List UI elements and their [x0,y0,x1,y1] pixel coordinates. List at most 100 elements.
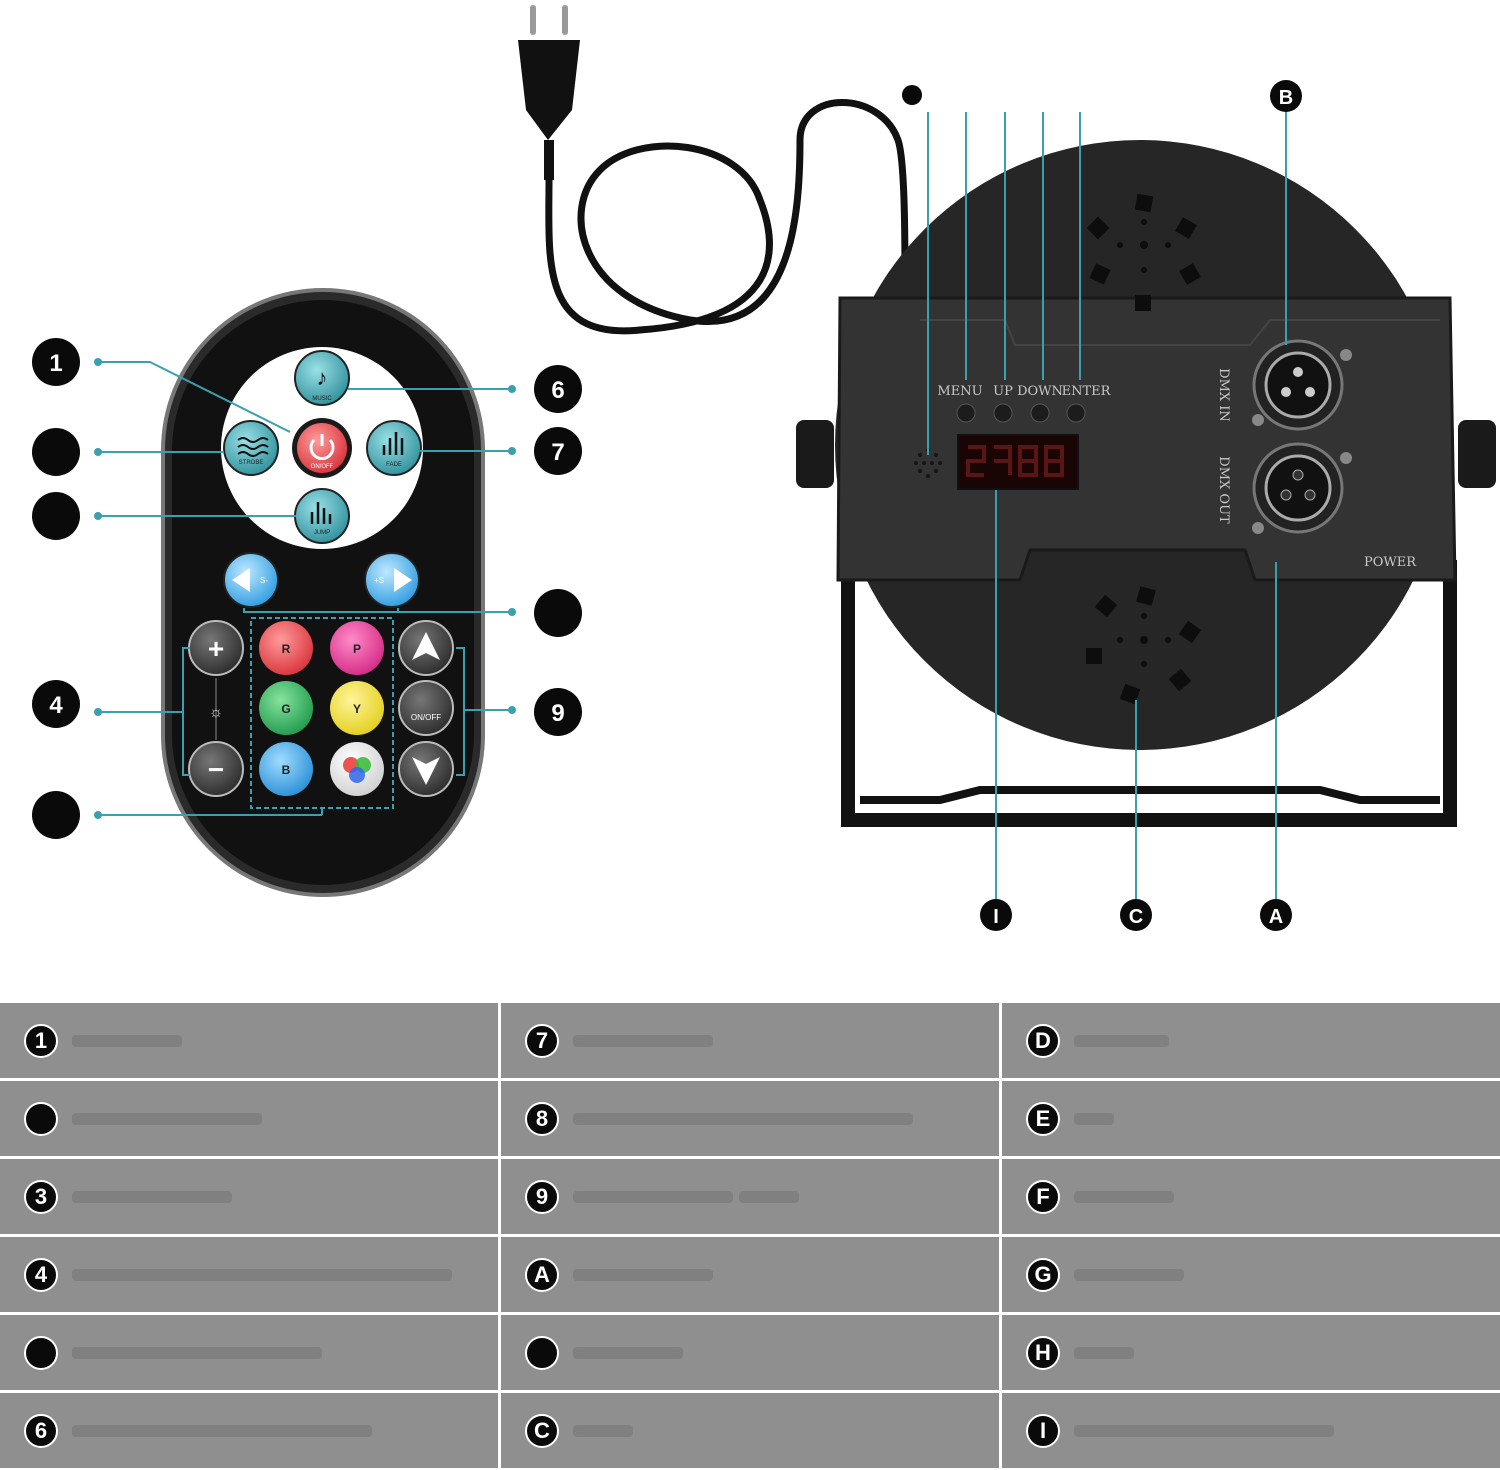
legend-description-obscured [72,1028,182,1054]
menu-label: MENU [937,384,982,399]
legend-description-obscured [1074,1418,1334,1444]
legend-key-badge: D [1026,1023,1060,1058]
mode-onoff-button[interactable]: ON/OFF [398,680,454,736]
legend-cell: A [501,1237,999,1312]
brightness-minus-button[interactable]: − [188,741,244,797]
par-light: MENU UP DOWN ENTER POWER DMX IN DMX OUT [796,140,1496,827]
dmx-out-connector [1252,442,1352,534]
svg-text:+: + [208,633,224,664]
color-green-button[interactable]: G [259,681,313,735]
svg-text:FADE: FADE [386,462,402,468]
legend-cell: 9 [501,1159,999,1234]
svg-text:R: R [282,642,291,656]
legend-cell: H [1002,1315,1500,1390]
enter-label: ENTER [1062,384,1112,399]
svg-text:Y: Y [353,702,361,716]
led-digits [966,445,1064,477]
legend-key-badge: 7 [525,1023,559,1058]
svg-text:I: I [993,906,999,928]
callout-4: 4 [32,680,80,728]
product-diagram: ♪ MUSIC STROBE ON/OFF FADE [32,5,1496,931]
callout-1: 1 [32,338,80,386]
fade-button[interactable]: FADE [366,420,422,476]
legend-key-badge: F [1026,1179,1060,1214]
menu-button[interactable] [956,403,976,423]
power-plug [518,5,580,180]
remote-control: ♪ MUSIC STROBE ON/OFF FADE [161,288,485,897]
legend-cell: I [1002,1393,1500,1468]
legend-key-badge [24,1335,58,1370]
callout-a: A [1260,899,1292,931]
legend-cell [501,1315,999,1390]
remote-callout-lines [98,361,512,816]
legend-description-obscured [72,1262,452,1288]
callout-top-d [902,85,922,105]
color-pink-button[interactable]: P [330,621,384,675]
legend-description-obscured [1074,1028,1169,1054]
legend-key-badge: H [1026,1335,1060,1370]
legend-description-obscured [1074,1262,1184,1288]
light-callout-lines [927,110,1287,900]
svg-text:7: 7 [551,439,564,466]
legend-description-obscured [573,1028,713,1054]
svg-text:C: C [1129,906,1143,928]
legend-key-badge: E [1026,1101,1060,1136]
down-button[interactable] [1030,403,1050,423]
dmx-out-label: DMX OUT [1216,456,1231,524]
remote-callout-dots [94,358,516,819]
svg-text:STROBE: STROBE [239,460,264,466]
legend-description-obscured [573,1106,913,1132]
legend-cell: 7 [501,1003,999,1078]
legend-key-badge: 6 [24,1413,58,1448]
color-blue-button[interactable]: B [259,742,313,796]
dmx-in-label: DMX IN [1216,368,1231,422]
legend-key-badge: 3 [24,1179,58,1214]
color-yellow-button[interactable]: Y [330,681,384,735]
color-red-button[interactable]: R [259,621,313,675]
legend-cell: F [1002,1159,1500,1234]
callout-8 [534,589,582,637]
legend-description-obscured [573,1262,713,1288]
mode-up-button[interactable] [398,620,454,676]
speed-down-button[interactable]: S- [223,552,279,608]
power-button[interactable]: ON/OFF [292,418,352,478]
legend-key-badge: A [525,1257,559,1292]
legend-key-badge: 8 [525,1101,559,1136]
speed-up-button[interactable]: +S [364,552,420,608]
svg-text:JUMP: JUMP [314,530,330,536]
svg-text:−: − [208,754,224,785]
legend-description-obscured [1074,1184,1174,1210]
legend-description-obscured [72,1106,262,1132]
svg-text:A: A [1269,906,1283,928]
down-label: DOWN [1017,384,1063,399]
legend-key-badge: G [1026,1257,1060,1292]
color-rgb-button[interactable] [330,742,384,796]
legend-cell: 4 [0,1237,498,1312]
legend-key-badge: 4 [24,1257,58,1292]
legend-cell: D [1002,1003,1500,1078]
brightness-plus-button[interactable]: + [188,620,244,676]
mode-down-button[interactable] [398,741,454,797]
strobe-button[interactable]: STROBE [223,420,279,476]
svg-text:B: B [282,763,291,777]
legend-cell [0,1081,498,1156]
jump-button[interactable]: JUMP [294,488,350,544]
music-button[interactable]: ♪ MUSIC [294,350,350,406]
legend-description-obscured [72,1418,372,1444]
svg-text:MUSIC: MUSIC [312,396,332,402]
svg-text:+S: +S [374,576,384,585]
legend-description-obscured [72,1340,322,1366]
svg-text:G: G [281,702,290,716]
legend-cell: 8 [501,1081,999,1156]
up-button[interactable] [993,403,1013,423]
legend-description-obscured [1074,1340,1134,1366]
svg-text:6: 6 [551,377,564,404]
enter-button[interactable] [1066,403,1086,423]
svg-text:1: 1 [49,350,62,377]
legend-key-badge: 9 [525,1179,559,1214]
svg-text:S-: S- [260,576,268,585]
legend-cell: E [1002,1081,1500,1156]
svg-text:P: P [353,642,361,656]
legend-description-obscured [573,1184,799,1210]
callout-c: C [1120,899,1152,931]
